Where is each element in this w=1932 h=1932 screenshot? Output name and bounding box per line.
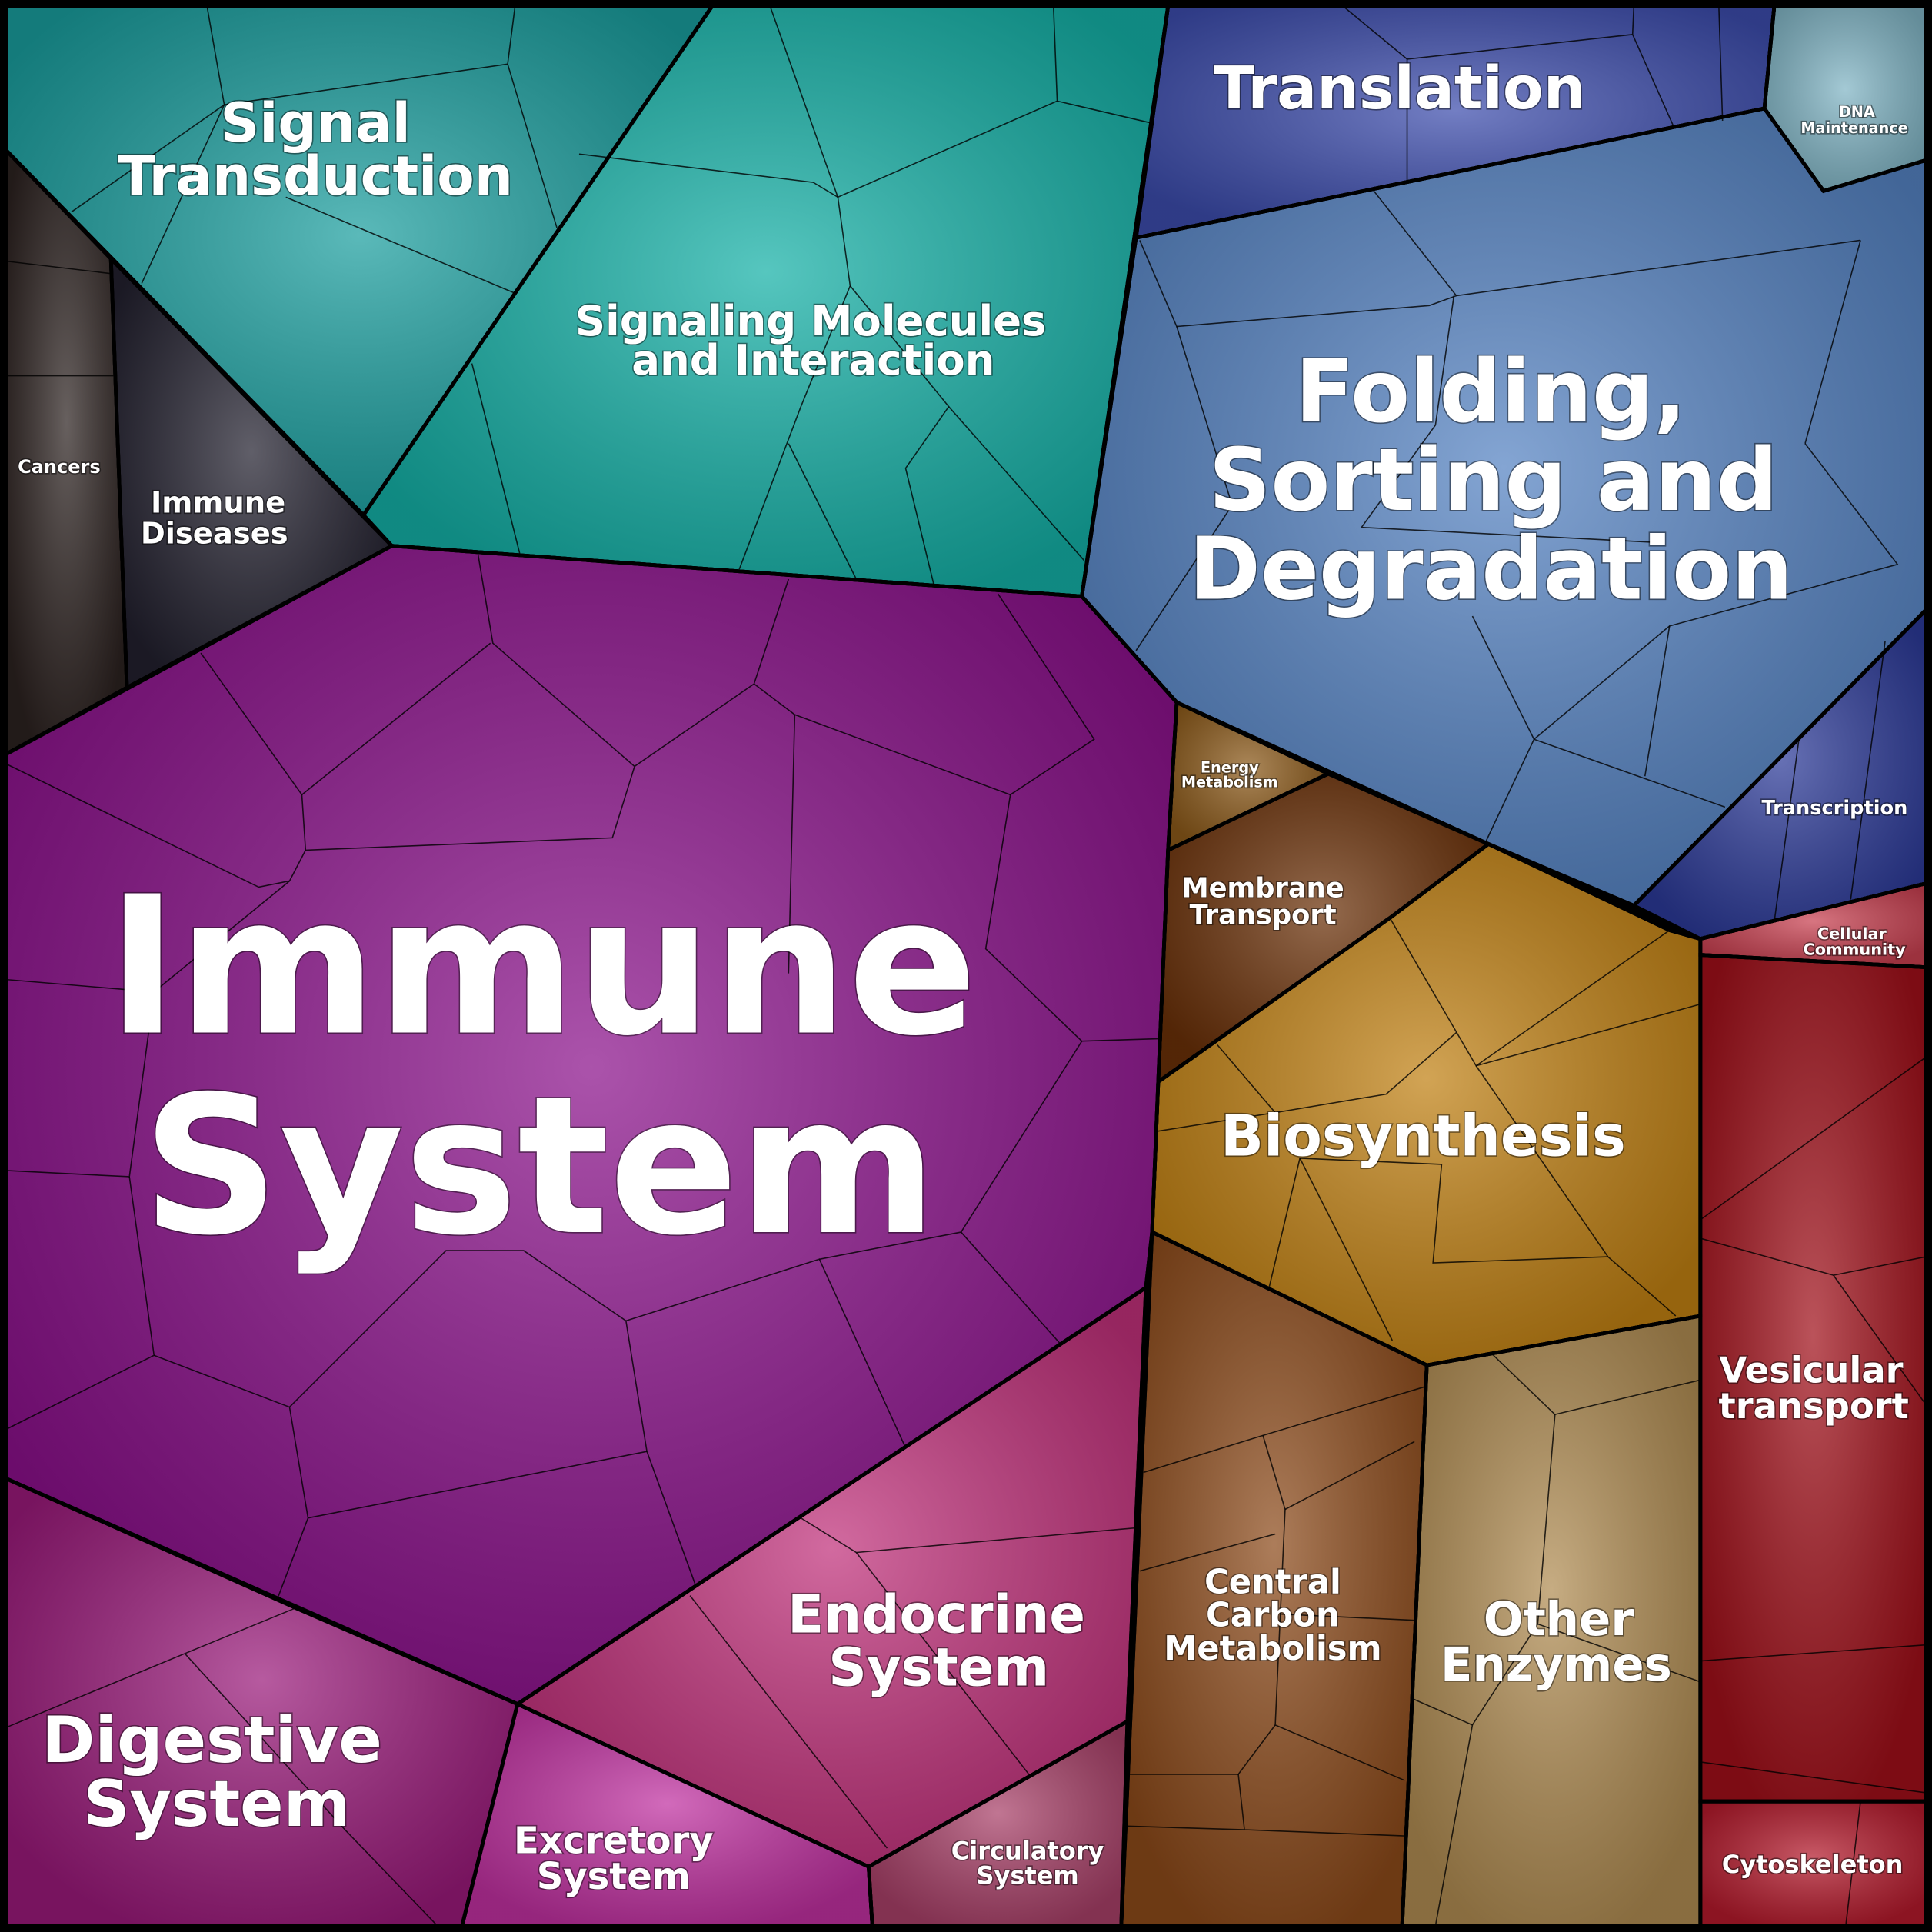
- label-transcription: Transcription: [1761, 797, 1907, 820]
- label-cancers: Cancers: [18, 456, 101, 478]
- label-biosynthesis: Biosynthesis: [1221, 1104, 1626, 1170]
- sub-cell-borders: [5, 5, 1927, 1927]
- label-cytoskeleton: Cytoskeleton: [1722, 1850, 1904, 1879]
- label-translation: Translation: [1214, 55, 1585, 123]
